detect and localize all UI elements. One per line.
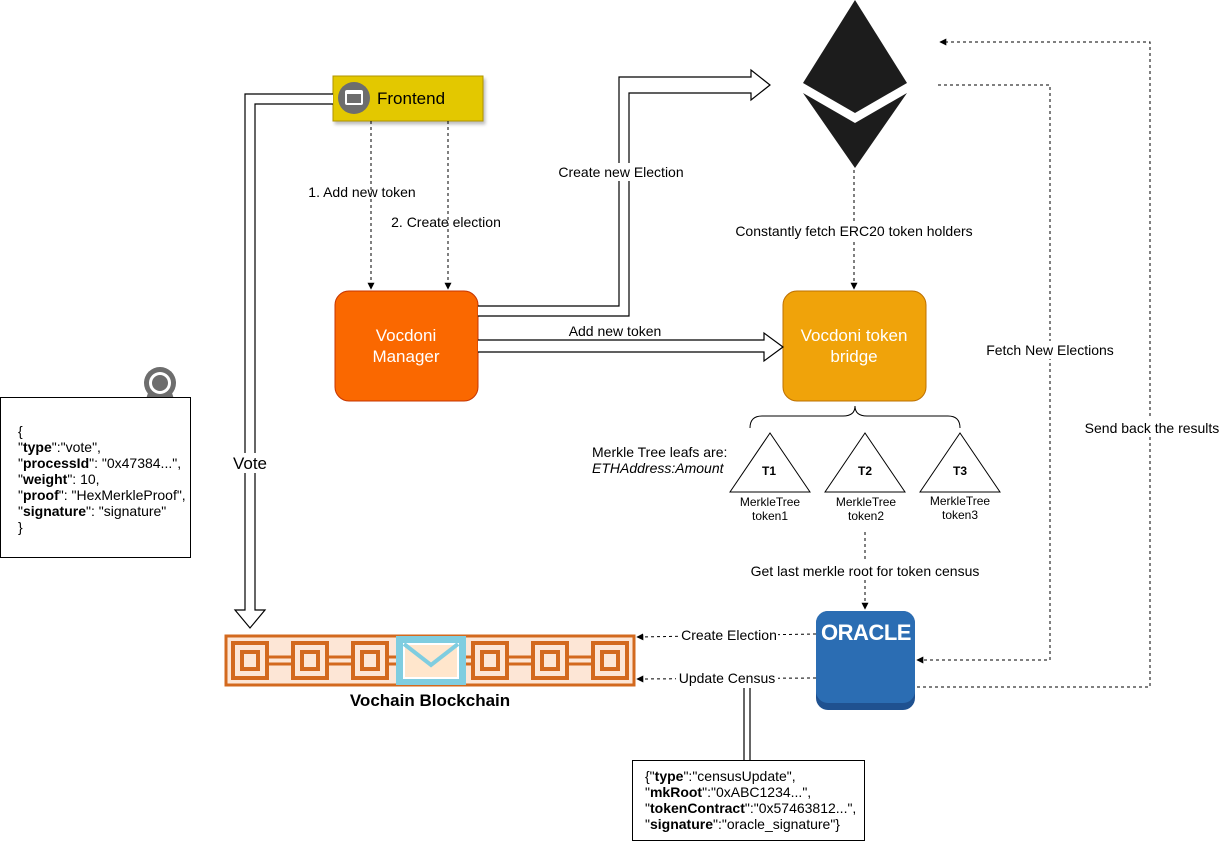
create-election-step-label: 2. Create election <box>391 214 501 230</box>
vote-message-note: { "type":"vote", "processId": "0x47384..… <box>0 397 191 558</box>
fetch-new-elections-label: Fetch New Elections <box>986 342 1114 358</box>
vote-json-open: { <box>18 423 23 439</box>
bridge-label-line2: bridge <box>830 347 877 366</box>
vote-json-close: } <box>18 519 23 535</box>
chain-link-inner <box>540 650 560 671</box>
vocdoni-manager-node <box>334 290 479 402</box>
merkle-tree-1-line1: MerkleTree <box>740 495 801 509</box>
merkle-tree-2-line2: token2 <box>848 509 884 523</box>
merkle-tree-3-line1: MerkleTree <box>930 494 991 508</box>
create-new-election-arrow <box>478 68 771 317</box>
envelope-flap <box>402 642 460 668</box>
merkle-tree-1-id: T1 <box>762 464 776 478</box>
chain-link-inner <box>300 650 320 671</box>
fetch-erc20-label: Constantly fetch ERC20 token holders <box>735 223 972 239</box>
merkle-tree-2: T2 MerkleTree token2 <box>824 432 906 523</box>
merkle-intro-line2: ETHAddress:Amount <box>592 460 725 476</box>
vote-json-row: "type":"vote", <box>18 439 101 455</box>
census-json-row: {"type":"censusUpdate", <box>645 768 796 784</box>
browser-window-icon <box>338 82 370 114</box>
send-back-results-dashed-arrow <box>917 38 1151 688</box>
merkle-tree-3-id: T3 <box>953 464 967 478</box>
vote-flow-arrow <box>233 93 333 629</box>
oracle-label: ORACLE <box>821 620 911 645</box>
census-update-link <box>743 688 751 760</box>
vote-json-row: "proof": "HexMerkleProof", <box>18 487 186 503</box>
merkle-tree-3-line2: token3 <box>942 508 978 522</box>
create-election-chain-label: Create Election <box>681 627 777 643</box>
chain-link-inner <box>480 650 500 671</box>
vote-json-row: "processId": "0x47384...", <box>18 455 182 471</box>
vochain-blockchain-label: Vochain Blockchain <box>350 691 510 710</box>
chain-link-inner <box>240 650 260 671</box>
create-new-election-label: Create new Election <box>558 164 683 180</box>
get-merkle-root-label: Get last merkle root for token census <box>751 563 980 579</box>
bridge-label-line1: Vocdoni token <box>801 326 908 345</box>
merkle-tree-2-id: T2 <box>858 464 872 478</box>
manager-label-line1: Vocdoni <box>376 326 437 345</box>
manager-label-line2: Manager <box>372 347 439 366</box>
census-json-row: "mkRoot":"0xABC1234...", <box>645 784 812 800</box>
vochain-blockchain <box>224 634 636 687</box>
census-json-row: "signature":"oracle_signature"} <box>645 816 840 832</box>
merkle-tree-3: T3 MerkleTree token3 <box>919 432 1001 522</box>
fetch-new-elections-dashed-arrow <box>916 84 1051 664</box>
frontend-label: Frontend <box>377 89 445 108</box>
census-json-row: "tokenContract":"0x57463812...", <box>645 800 857 816</box>
chain-link-inner <box>600 650 620 671</box>
add-new-token-arrow <box>478 331 785 363</box>
vote-json-row: "signature": "signature" <box>18 503 167 519</box>
add-new-token-label: Add new token <box>569 323 662 339</box>
chain-link-inner <box>360 650 380 671</box>
census-update-message-note: {"type":"censusUpdate", "mkRoot":"0xABC1… <box>632 760 865 841</box>
merkle-tree-1: T1 MerkleTree token1 <box>729 432 811 523</box>
update-census-chain-label: Update Census <box>679 670 776 686</box>
add-new-token-step-label: 1. Add new token <box>308 184 415 200</box>
merkle-tree-2-line1: MerkleTree <box>836 495 897 509</box>
send-back-results-label: Send back the results <box>1085 420 1220 436</box>
vocdoni-token-bridge-node <box>782 290 927 402</box>
vote-json-row: "weight": 10, <box>18 471 100 487</box>
merkle-intro-line1: Merkle Tree leafs are: <box>592 444 727 460</box>
ethereum-logo-icon <box>803 0 907 168</box>
merkle-trees-brace <box>749 405 961 429</box>
vote-label: Vote <box>233 454 267 473</box>
oracle-node: ORACLE <box>816 611 915 710</box>
merkle-tree-1-line2: token1 <box>752 509 788 523</box>
